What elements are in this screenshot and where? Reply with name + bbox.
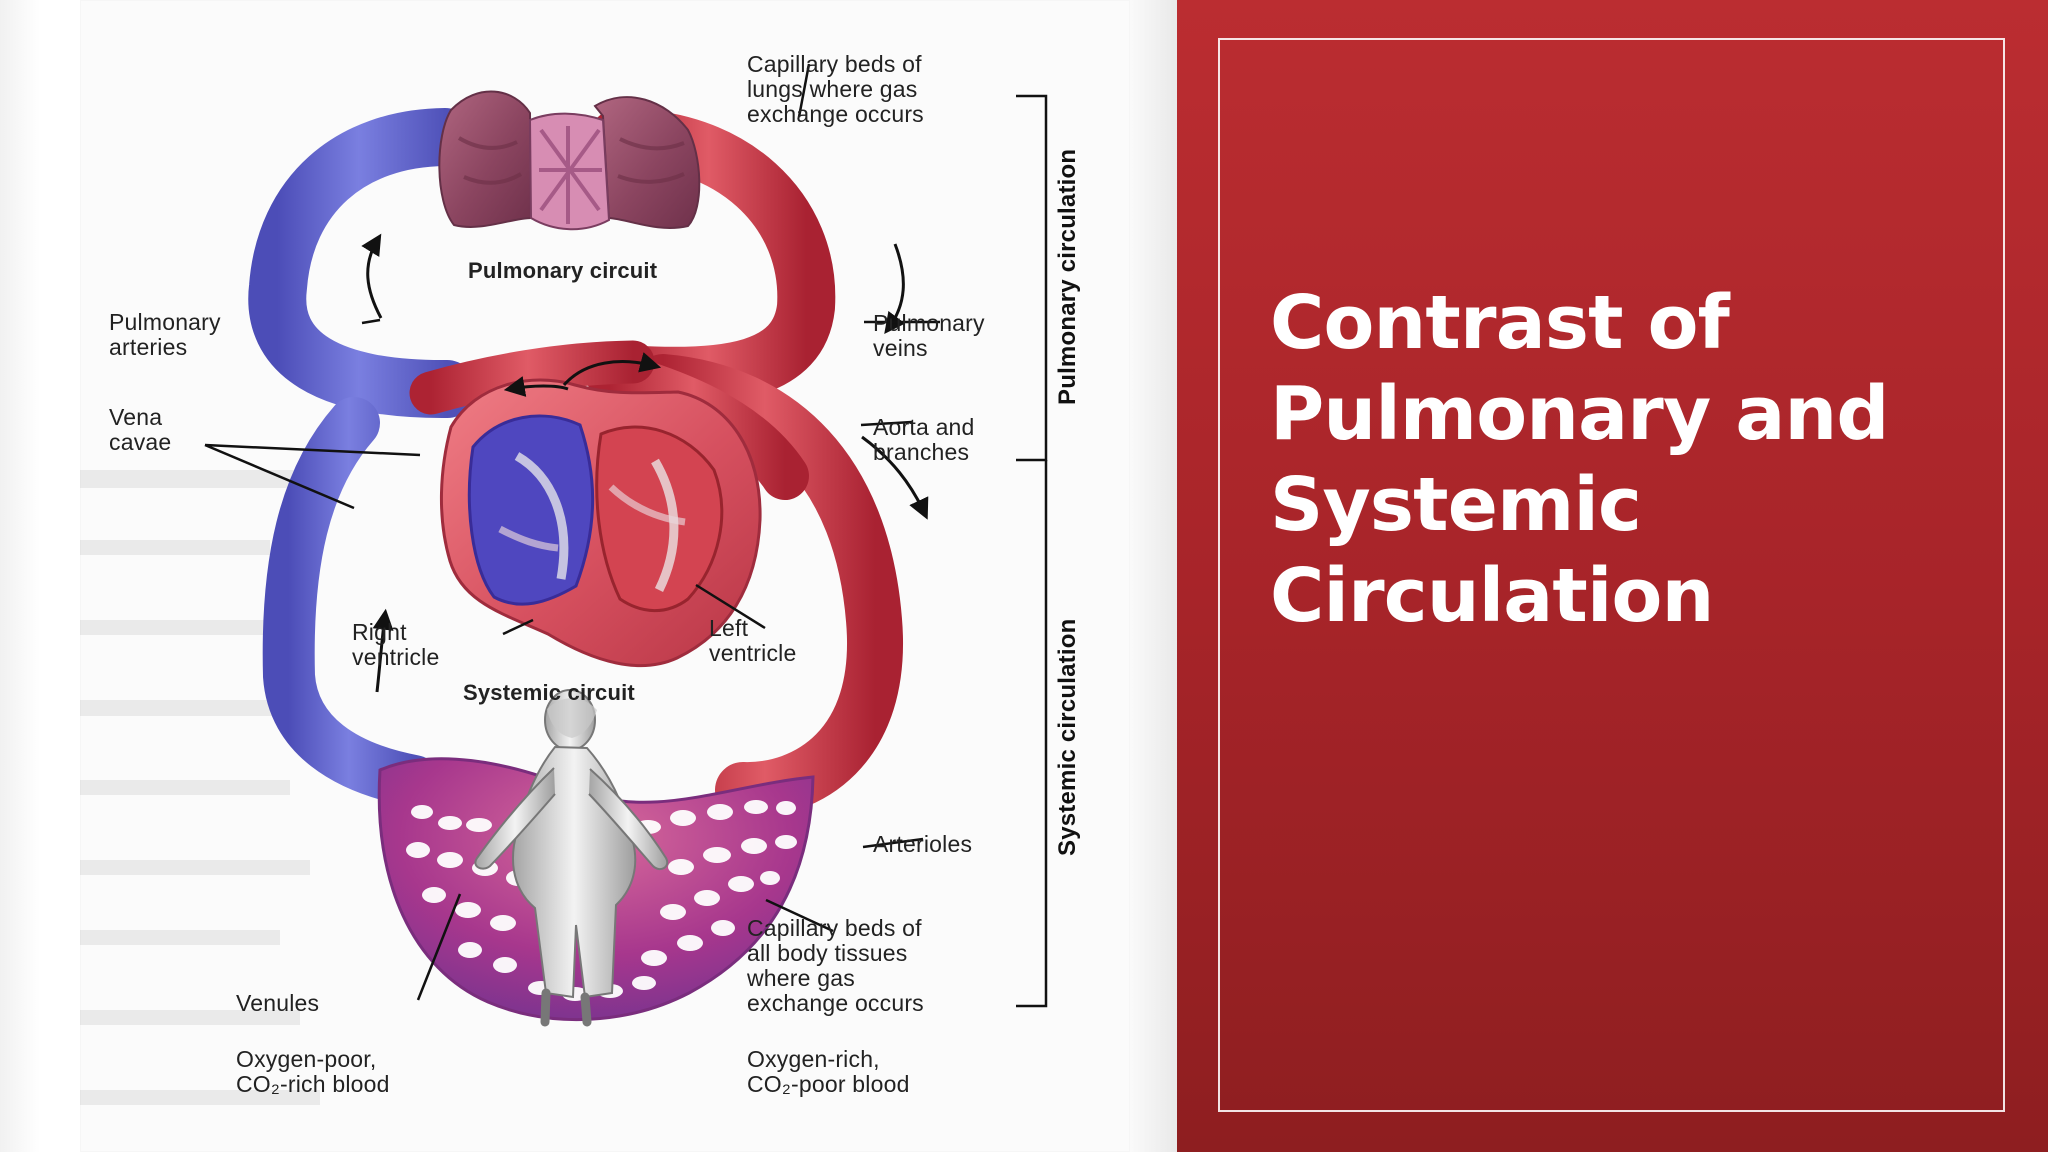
systemic-circuit-label: Systemic circuit <box>463 680 635 705</box>
human-figure <box>474 689 669 1027</box>
title-frame <box>1218 38 2005 1112</box>
capillary-beds-body-line-3: where gas <box>746 965 855 991</box>
aorta-line-1: Aorta and <box>873 414 975 440</box>
heart-illustration <box>440 378 762 668</box>
pulmonary-circuit-label: Pulmonary circuit <box>468 258 658 283</box>
oxygen-poor-line-1: Oxygen-poor, <box>236 1046 376 1072</box>
blood-vessel-loop <box>248 108 903 819</box>
left-ventricle-line-2: ventricle <box>709 640 796 666</box>
pulmonary-circulation-side-label: Pulmonary circulation <box>1054 149 1081 405</box>
pulmonary-veins-line-2: veins <box>873 335 928 361</box>
red-title-panel: Contrast of Pulmonary and Systemic Circu… <box>1177 0 2048 1152</box>
circulation-diagram: Capillary beds of lungs where gas exchan… <box>80 51 1081 1105</box>
pulmonary-arteries-line-1: Pulmonary <box>109 309 221 335</box>
lungs-illustration <box>438 90 701 231</box>
oxygen-rich-line-2: CO₂-poor blood <box>747 1071 910 1097</box>
label-leader-lines <box>204 63 1048 1008</box>
capillary-beds-lungs-line-3: exchange occurs <box>747 101 924 127</box>
pulmonary-arteries-line-2: arteries <box>109 334 187 360</box>
capillary-beds-body-line-2: all body tissues <box>747 940 907 966</box>
right-ventricle-line-1: Right <box>352 619 407 645</box>
capillary-beds-lungs-line-1: Capillary beds of <box>747 51 922 77</box>
arterioles-label: Arterioles <box>873 831 972 857</box>
faint-background-text <box>80 470 320 1105</box>
diagram-labels: Capillary beds of lungs where gas exchan… <box>109 51 1081 1097</box>
right-ventricle-line-2: ventricle <box>352 644 439 670</box>
capillary-beds-body-line-4: exchange occurs <box>747 990 924 1016</box>
slide-title: Contrast of Pulmonary and Systemic Circu… <box>1270 280 1889 639</box>
left-ventricle-line-1: Left <box>709 615 749 641</box>
pulmonary-veins-line-1: Pulmonary <box>873 310 985 336</box>
systemic-circulation-side-label: Systemic circulation <box>1054 619 1081 856</box>
capillary-beds-lungs-line-2: lungs where gas <box>747 76 918 102</box>
venules-label: Venules <box>236 990 319 1016</box>
capillary-beds-body-line-1: Capillary beds of <box>747 915 922 941</box>
oxygen-poor-line-2: CO₂-rich blood <box>236 1071 390 1097</box>
circulation-diagram-panel: Capillary beds of lungs where gas exchan… <box>80 0 1130 1152</box>
aorta-line-2: branches <box>873 439 969 465</box>
vena-cavae-line-1: Vena <box>109 404 162 430</box>
oxygen-rich-line-1: Oxygen-rich, <box>747 1046 880 1072</box>
vena-cavae-line-2: cavae <box>109 429 171 455</box>
